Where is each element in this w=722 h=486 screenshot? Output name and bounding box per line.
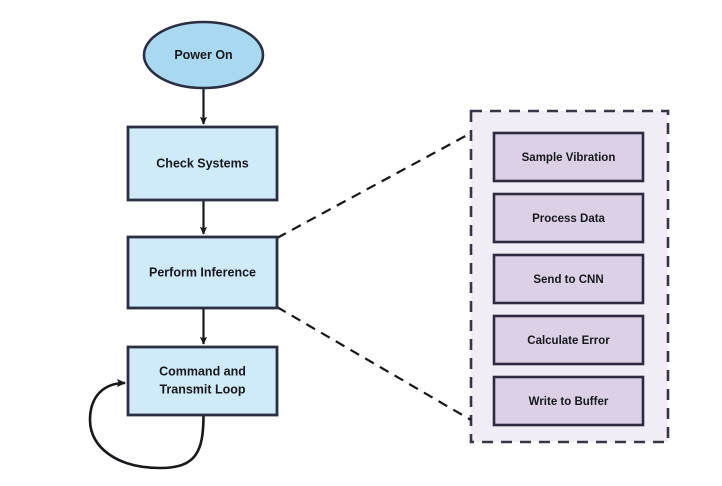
detail-step-label: Sample Vibration: [522, 152, 616, 164]
detail-step-label: Write to Buffer: [529, 396, 609, 408]
detail-step-box: [492, 375, 645, 427]
callout-line-bottom: [276, 306, 472, 421]
detail-step-calculate-error[interactable]: Calculate Error: [492, 314, 645, 366]
detail-step-label: Send to CNN: [533, 274, 603, 286]
process-node-box: [126, 125, 279, 202]
start-node-ellipse: [142, 20, 265, 90]
detail-step-label: Process Data: [532, 213, 605, 225]
detail-step-process-data[interactable]: Process Data: [492, 192, 645, 244]
node-check-systems[interactable]: Check Systems: [126, 125, 279, 202]
start-node-label: Power On: [174, 48, 232, 62]
connector-command-self-loop: [88, 379, 205, 470]
detail-step-send-to-cnn[interactable]: Send to CNN: [492, 253, 645, 305]
detail-step-box: [492, 314, 645, 366]
detail-step-sample-vibration[interactable]: Sample Vibration: [492, 131, 645, 183]
callout-line-top: [276, 132, 472, 239]
process-node-label: Check Systems: [156, 156, 248, 170]
detail-step-box: [492, 253, 645, 305]
process-node-label-line1: Command and: [159, 364, 246, 378]
node-command-and-transmit-loop[interactable]: Command and Transmit Loop: [126, 345, 279, 417]
callout-lines-group: [276, 132, 472, 421]
process-node-label: Perform Inference: [149, 265, 256, 279]
detail-step-box: [492, 131, 645, 183]
node-power-on[interactable]: Power On: [142, 20, 265, 90]
detail-step-label: Calculate Error: [527, 335, 610, 347]
detail-panel-group: Sample Vibration Process Data Send to CN…: [469, 109, 670, 444]
detail-step-box: [492, 192, 645, 244]
process-node-box: [126, 235, 279, 310]
detail-step-write-to-buffer[interactable]: Write to Buffer: [492, 375, 645, 427]
process-node-box: [126, 345, 279, 417]
flow-connectors-group: [88, 88, 208, 470]
process-node-label-line2: Transmit Loop: [159, 382, 245, 396]
node-perform-inference[interactable]: Perform Inference: [126, 235, 279, 310]
